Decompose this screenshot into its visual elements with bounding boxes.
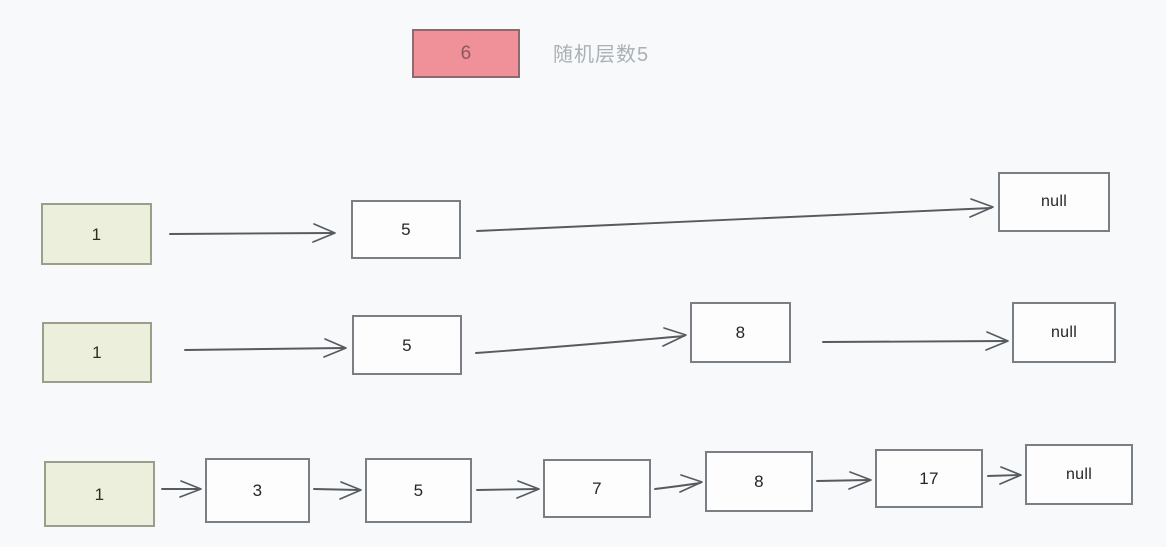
level-bottom-node-3: 3 xyxy=(205,458,310,523)
arrow-level-bottom-8-to-17 xyxy=(816,471,872,490)
level-bottom-head-node: 1 xyxy=(44,461,155,527)
level-top-head-node: 1 xyxy=(41,203,152,265)
new-node-box: 6 xyxy=(412,29,520,78)
level-bottom-node-7: 7 xyxy=(543,459,651,518)
level-top-node-5: 5 xyxy=(351,200,461,259)
level-top-null-node: null xyxy=(998,172,1110,232)
level-bottom-node-17: 17 xyxy=(875,449,983,508)
level-middle-node-5: 5 xyxy=(352,315,462,375)
arrow-level-middle-5-to-8 xyxy=(475,327,687,354)
arrow-level-bottom-5-to-7 xyxy=(476,480,540,499)
arrow-level-bottom-head-to-3 xyxy=(161,480,202,498)
arrow-level-middle-8-to-null xyxy=(822,331,1009,351)
arrow-level-bottom-7-to-8 xyxy=(654,474,703,493)
arrow-level-middle-head-to-5 xyxy=(184,338,347,358)
level-middle-null-node: null xyxy=(1012,302,1116,363)
random-level-caption: 随机层数5 xyxy=(553,44,650,66)
level-middle-head-node: 1 xyxy=(42,322,152,383)
level-bottom-null-node: null xyxy=(1025,444,1133,505)
arrow-level-bottom-17-to-null xyxy=(987,466,1022,485)
level-bottom-node-8: 8 xyxy=(705,451,813,512)
arrow-level-top-head-to-5 xyxy=(169,223,336,243)
arrow-level-bottom-3-to-5 xyxy=(313,481,362,500)
arrow-level-top-5-to-null xyxy=(476,198,994,232)
level-bottom-node-5: 5 xyxy=(365,458,472,523)
level-middle-node-8: 8 xyxy=(690,302,791,363)
